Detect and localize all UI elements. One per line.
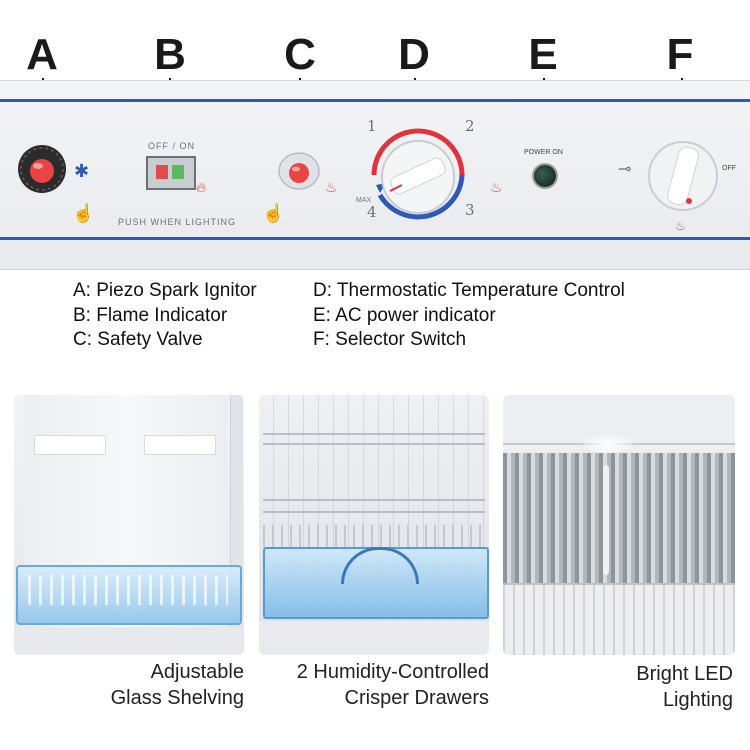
- power-on-label: POWER ON: [524, 149, 563, 156]
- selector-switch-knob[interactable]: [646, 139, 720, 213]
- dial-mark-max: MAX: [356, 197, 372, 204]
- ac-power-indicator-light: [532, 163, 558, 189]
- feature-3-line-1: Bright LED: [636, 663, 733, 685]
- label-d: D: [398, 30, 430, 79]
- label-a: A: [26, 30, 58, 79]
- feature-1-line-2: Glass Shelving: [110, 687, 244, 709]
- flame-icon-f: ♨: [675, 219, 686, 233]
- feature-1-line-1: Adjustable: [150, 661, 244, 683]
- feature-3-line-2: Lighting: [662, 689, 733, 711]
- flame-icon-d: ♨: [490, 179, 503, 195]
- thermostat-dial[interactable]: [360, 111, 476, 227]
- legend-e: E: AC power indicator: [313, 304, 496, 326]
- legend-c: C: Safety Valve: [73, 329, 203, 350]
- crisper-drawer: [263, 547, 489, 619]
- label-f: F: [666, 30, 694, 79]
- push-when-lighting-label: PUSH WHEN LIGHTING: [118, 217, 237, 227]
- led-light-glow: [583, 435, 633, 453]
- push-hand-icon-c: ☝: [262, 203, 285, 223]
- push-hand-icon-a: ☝: [72, 203, 95, 223]
- spark-icon: ✱: [74, 161, 90, 181]
- led-lighting-photo: [503, 395, 735, 655]
- legend-right: D: Thermostatic Temperature Control E: A…: [313, 279, 625, 353]
- dial-mark-3: 3: [465, 201, 475, 219]
- legend-b: B: Flame Indicator: [73, 304, 228, 326]
- legend-a: A: Piezo Spark Ignitor: [73, 280, 257, 301]
- evaporator-fins: [503, 453, 735, 583]
- flame-icon-b: 🔥︎: [196, 179, 207, 195]
- flame-icon-c: ♨: [325, 179, 338, 195]
- legend-d: D: Thermostatic Temperature Control: [313, 280, 625, 301]
- glass-shelving-photo: [14, 395, 244, 655]
- feature-caption-3: Bright LED Lighting: [503, 661, 733, 713]
- feature-2-line-2: Crisper Drawers: [344, 687, 489, 709]
- off-on-label: OFF / ON: [148, 141, 195, 151]
- feature-caption-1: Adjustable Glass Shelving: [0, 659, 244, 711]
- control-panel: ✱ ☝ OFF / ON 🔥︎ PUSH WHEN LIGHTING ♨ ☝ 1…: [0, 80, 750, 270]
- legend-f: F: Selector Switch: [313, 329, 467, 350]
- dial-mark-2: 2: [465, 117, 475, 135]
- off-label: OFF: [722, 165, 736, 172]
- crisper-drawers-photo: [259, 395, 489, 655]
- piezo-ignitor-button[interactable]: [16, 143, 68, 195]
- panel-top-stripe: [0, 99, 750, 102]
- dial-mark-4: 4: [367, 203, 377, 221]
- panel-bottom-stripe: [0, 237, 750, 240]
- plug-icon: ⊸: [618, 161, 632, 178]
- label-e: E: [528, 30, 558, 79]
- dial-mark-1: 1: [367, 117, 377, 135]
- label-b: B: [154, 30, 186, 79]
- shelf-bin: [16, 565, 242, 625]
- feature-caption-2: 2 Humidity-Controlled Crisper Drawers: [259, 659, 489, 711]
- safety-valve-button[interactable]: [276, 151, 322, 191]
- legend-left: A: Piezo Spark Ignitor B: Flame Indicato…: [73, 279, 257, 353]
- flame-indicator-window: [146, 156, 196, 190]
- feature-2-line-1: 2 Humidity-Controlled: [296, 661, 489, 683]
- label-c: C: [284, 30, 316, 79]
